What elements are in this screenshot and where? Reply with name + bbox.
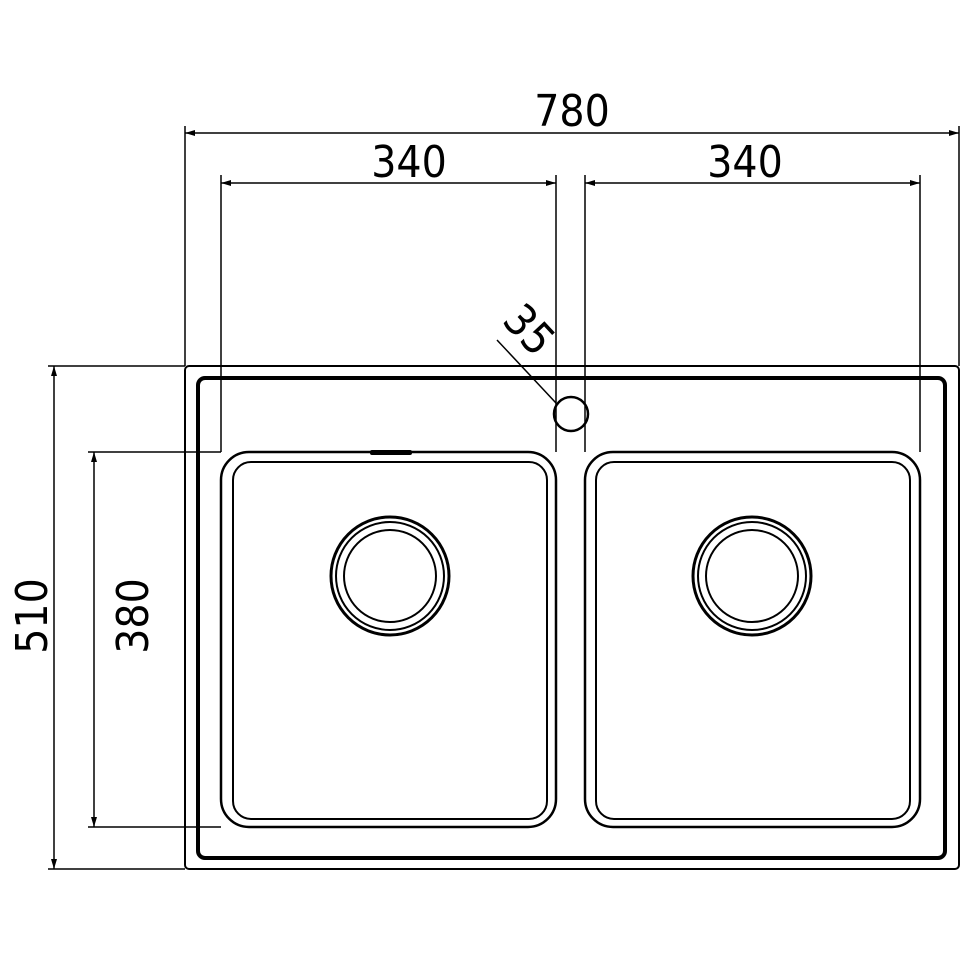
dimension-label-510: 510 [7, 578, 58, 654]
dimension-right-bowl-width: 340 [585, 137, 920, 188]
right-drain [691, 515, 813, 637]
dimension-overall-depth: 510 [7, 366, 58, 869]
right-bowl-outer-edge [583, 450, 922, 829]
overflow-slot [370, 450, 412, 455]
tap-hole-circle [552, 395, 590, 433]
dimension-label-380: 380 [108, 578, 159, 654]
left-drain [329, 515, 451, 637]
dimension-bowl-depth: 380 [91, 452, 159, 827]
left-bowl [219, 450, 558, 829]
dimension-label-780: 780 [534, 86, 610, 137]
sink-outline [184, 365, 960, 870]
dimension-label-340-left: 340 [371, 137, 447, 188]
tap-hole [496, 339, 590, 433]
dimension-overall-width: 780 [185, 86, 959, 137]
extension-lines [48, 126, 960, 870]
right-bowl-inner-edge [595, 461, 911, 820]
tap-hole-leader-line [496, 339, 557, 404]
dimension-tap-hole: 35 [493, 294, 565, 366]
dimension-label-35: 35 [493, 294, 565, 366]
left-bowl-inner-edge [232, 461, 548, 820]
sink-outer-rim [184, 365, 960, 870]
left-bowl-outer-edge [219, 450, 558, 829]
right-bowl [583, 450, 922, 829]
sink-inner-rim [196, 376, 947, 860]
dimension-label-340-right: 340 [707, 137, 783, 188]
dimension-left-bowl-width: 340 [221, 137, 556, 188]
